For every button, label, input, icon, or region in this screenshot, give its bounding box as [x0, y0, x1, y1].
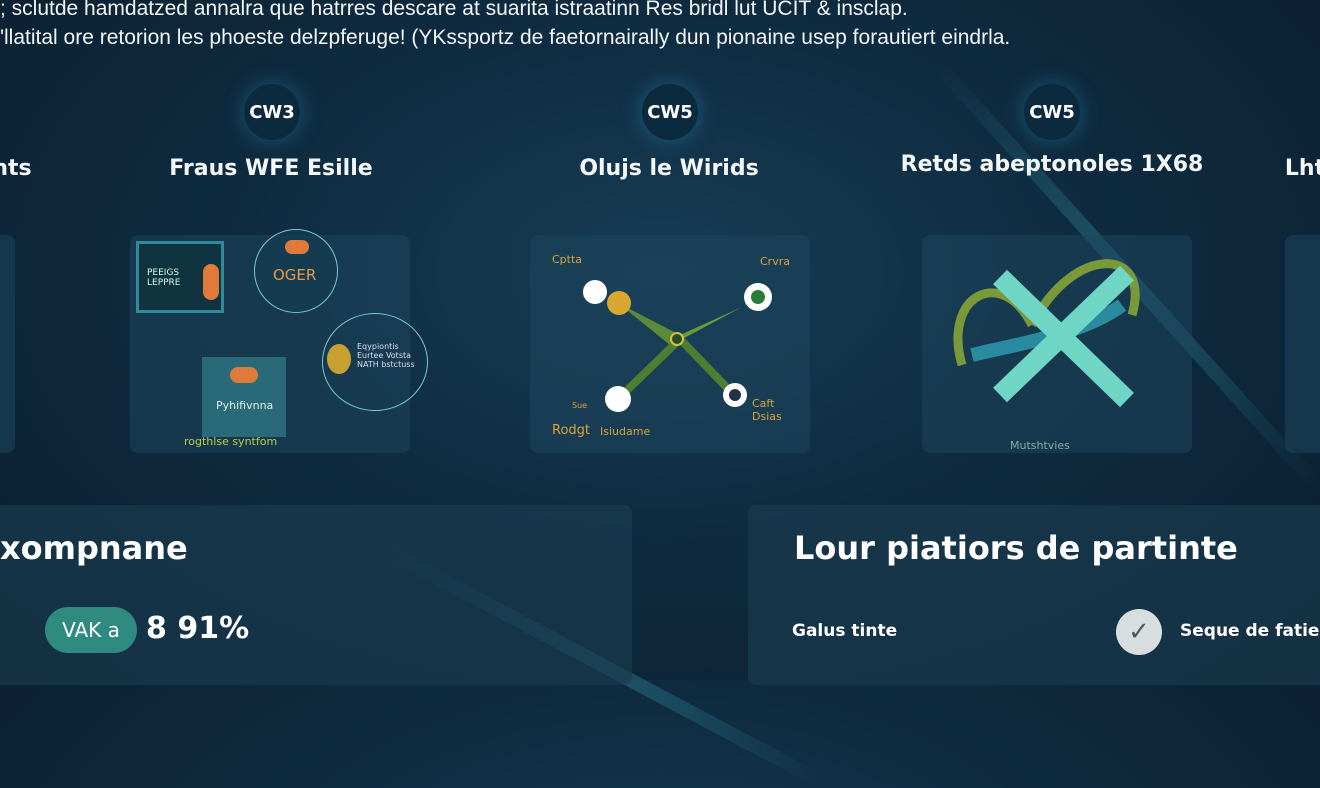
column-title: Lht — [1284, 156, 1320, 181]
column-title: nts — [0, 156, 32, 181]
badge-label: CW3 — [249, 101, 295, 123]
circle-label: Eqypiontis Eurtee Votsta NATH bstctuss — [357, 342, 415, 369]
column-badge: CW5 — [642, 84, 698, 140]
panel-label: Galus tinte — [792, 621, 898, 641]
pill-label: VAK a — [62, 618, 120, 642]
badge-label: CW5 — [647, 101, 693, 123]
column-title: Retds abeptonoles 1X68 — [900, 152, 1204, 177]
check-icon[interactable]: ✓ — [1116, 609, 1162, 655]
panel-title: Lour piatiors de partinte — [794, 529, 1238, 567]
box-illustration: Pyhifivnna — [202, 357, 286, 437]
node-label: Caft Dsias — [752, 397, 782, 423]
feature-card-3[interactable]: Mutshtvies — [922, 235, 1192, 453]
column-badge: CW3 — [244, 84, 300, 140]
node-label: Isiudame — [600, 425, 651, 438]
gear-icon — [327, 344, 351, 374]
link-icon — [230, 367, 258, 383]
feature-card-2[interactable]: Cptta Crvra Sue Rodgt Isiudame Caft Dsia… — [530, 235, 810, 453]
badge-label: CW5 — [1029, 101, 1075, 123]
panel-title: xompnane — [0, 529, 188, 567]
tag-icon — [203, 264, 219, 300]
intro-line-2: 'llatital ore retorion les phoeste delzp… — [0, 26, 1011, 49]
card-caption: Mutshtvies — [1010, 439, 1070, 452]
column-title: Olujs le Wirids — [579, 156, 759, 181]
node-label: Rodgt — [552, 423, 591, 438]
node-label: Sue — [572, 401, 588, 410]
feature-card-partial[interactable] — [0, 235, 15, 453]
summary-panel-left: xompnane VAK a 8 91% — [0, 505, 632, 685]
node-label: Cptta — [552, 253, 583, 266]
check-label: Seque de fatie — [1180, 621, 1320, 641]
card-caption: rogthlse syntfom — [184, 435, 278, 448]
feature-card-partial[interactable] — [1285, 235, 1320, 453]
gear-circle: OGER — [254, 229, 338, 313]
box-label: Pyhifivnna — [216, 399, 274, 412]
intro-line-1: ; sclutde hamdatzed annalra que hatrres … — [0, 0, 908, 20]
column-badge: CW5 — [1024, 84, 1080, 140]
screen-label: PEEIGS LEPPRE — [147, 268, 181, 288]
cross-illustration — [953, 259, 1140, 408]
chart-circle: Eqypiontis Eurtee Votsta NATH bstctuss — [322, 313, 428, 411]
feature-card-1[interactable]: PEEIGS LEPPRE OGER Eqypiontis Eurtee Vot… — [130, 229, 428, 453]
status-pill[interactable]: VAK a — [45, 607, 137, 653]
link-icon — [285, 240, 309, 254]
circle-label: OGER — [273, 266, 317, 284]
percent-value: 8 91% — [146, 611, 250, 646]
screen-illustration: PEEIGS LEPPRE — [136, 241, 224, 313]
column-title: Fraus WFE Esille — [169, 156, 373, 181]
node-label: Crvra — [760, 255, 790, 268]
intro-text: ; sclutde hamdatzed annalra que hatrres … — [0, 0, 1010, 52]
network-diagram — [583, 280, 772, 412]
summary-panel-right: Lour piatiors de partinte Galus tinte ✓ … — [748, 505, 1320, 685]
